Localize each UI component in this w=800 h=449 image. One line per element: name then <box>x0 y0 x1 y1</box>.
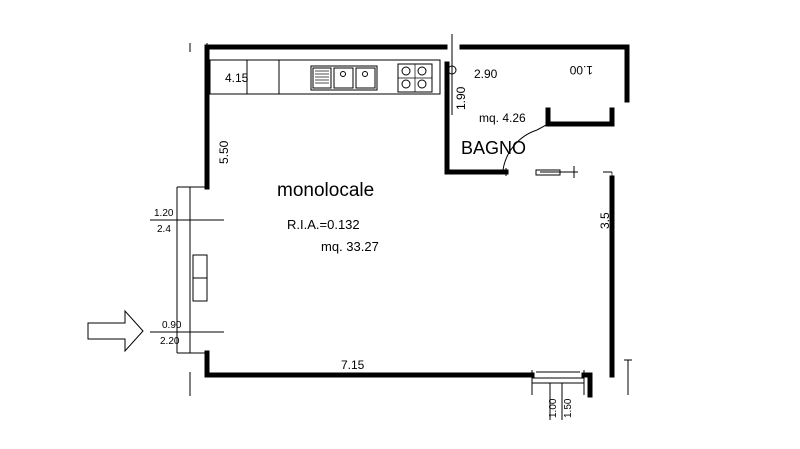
dim-right-wall: 3.5 <box>598 212 612 229</box>
room-area-main: mq. 33.27 <box>321 239 379 254</box>
room-area-bath: mq. 4.26 <box>479 111 526 125</box>
room-name-bath: BAGNO <box>461 138 526 158</box>
walls <box>189 43 632 398</box>
dim-window-top-height: 2.4 <box>157 224 171 235</box>
room-name-main: monolocale <box>277 180 374 201</box>
bathroom-door <box>502 123 612 178</box>
room-ria: R.I.A.=0.132 <box>287 217 360 232</box>
dim-bath-depth: 1.90 <box>454 86 468 110</box>
four-burner-stove-icon <box>397 63 433 93</box>
dim-main-height: 5.50 <box>217 140 231 164</box>
dim-kitchen-length: 4.15 <box>225 71 249 85</box>
left-openings <box>150 186 224 354</box>
dim-bath-door-top: 1.00 <box>569 63 593 77</box>
double-sink-icon <box>310 65 378 91</box>
bottom-window <box>531 370 585 420</box>
dim-bottom-wall: 7.15 <box>341 358 365 372</box>
kitchen-counter <box>209 34 457 115</box>
dim-bottom-window-width: 1.00 <box>548 398 559 418</box>
dim-entry-width: 0.90 <box>162 320 182 331</box>
dim-window-top-width: 1.20 <box>154 208 174 219</box>
dim-bottom-window-height: 1.50 <box>563 398 574 418</box>
arrow-right-icon <box>87 309 144 353</box>
dim-bath-width: 2.90 <box>474 67 498 81</box>
labels: monolocale R.I.A.=0.132 mq. 33.27 BAGNO … <box>154 63 612 418</box>
dim-entry-height: 2.20 <box>160 336 180 347</box>
